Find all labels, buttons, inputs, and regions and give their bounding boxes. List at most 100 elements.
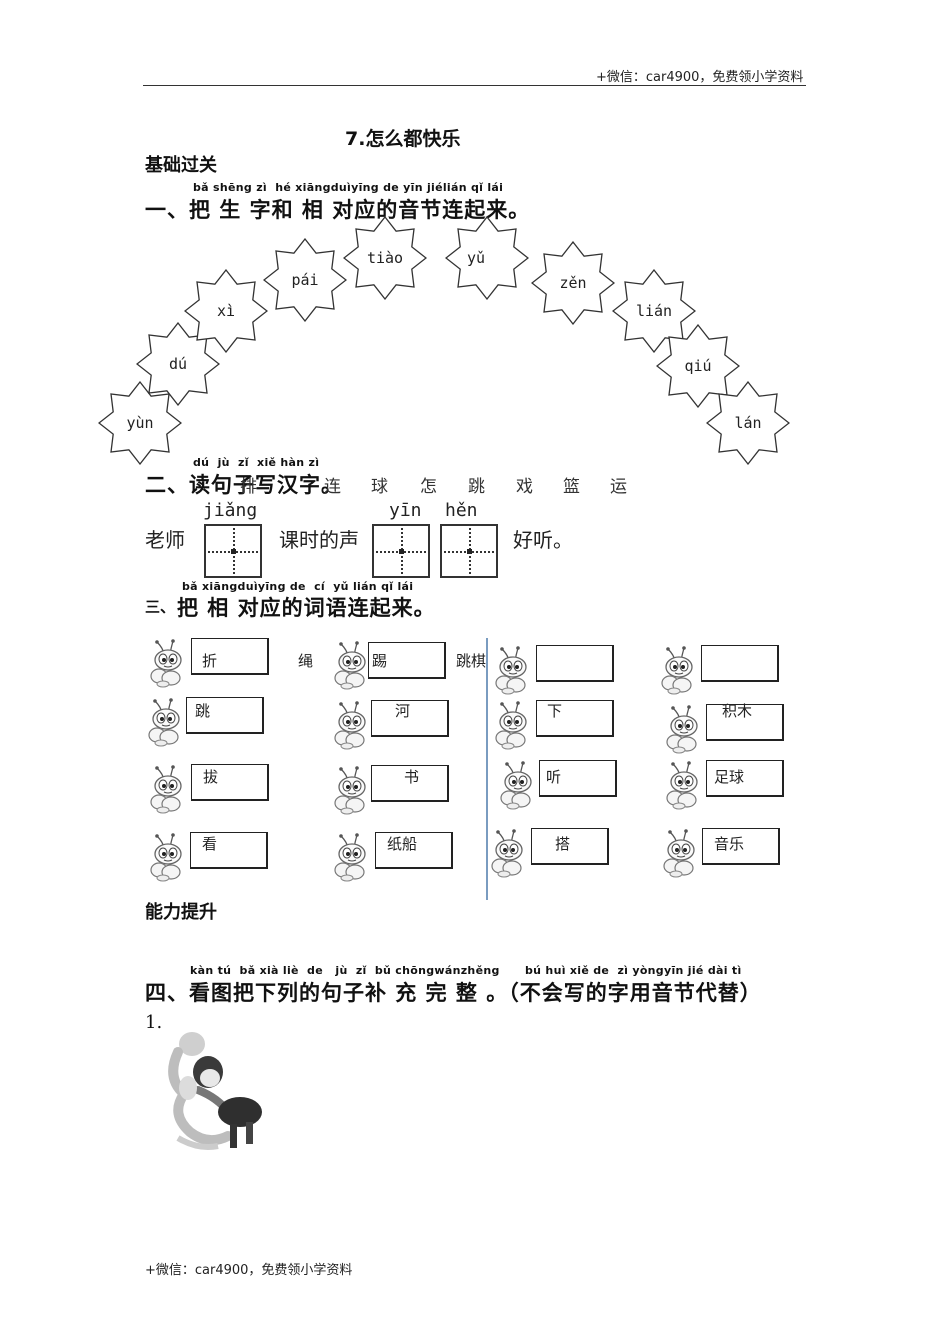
ant-icon xyxy=(333,832,371,882)
word-box[interactable] xyxy=(539,760,617,797)
tian-grid-box[interactable] xyxy=(372,524,430,578)
word-label: 足球 xyxy=(714,768,745,786)
word-box[interactable] xyxy=(536,645,614,682)
ant-icon xyxy=(660,645,698,695)
star-pinyin: tiào xyxy=(366,249,404,267)
word-label: 看 xyxy=(202,835,218,853)
ant-icon xyxy=(494,645,532,695)
ant-icon xyxy=(333,765,371,815)
ant-icon xyxy=(147,697,185,747)
word-box[interactable] xyxy=(701,645,779,682)
q4-pinyin-1: kàn tú bǎ xià liè de jù zǐ bǔ chōngwánzh… xyxy=(190,964,500,977)
word-label: 踢 xyxy=(372,652,388,670)
word-box[interactable] xyxy=(191,764,269,801)
word-label: 书 xyxy=(404,768,420,786)
q2-heading: 二、读句子写汉字。 xyxy=(145,473,343,497)
star-shape xyxy=(98,381,182,465)
sentence-part-3: 好听。 xyxy=(513,528,573,552)
page-title: 7.怎么都快乐 xyxy=(345,128,461,150)
star-shape xyxy=(184,269,268,353)
word-box[interactable] xyxy=(368,642,446,679)
star-card[interactable]: zěn xyxy=(531,241,615,325)
word-label: 下 xyxy=(547,702,563,720)
star-shape xyxy=(612,269,696,353)
q3-heading: 把 相 对应的词语连起来。 xyxy=(177,596,436,620)
q3-pinyin: bǎ xiāngduìyīng de cí yǔ lián qǐ lái xyxy=(182,580,414,593)
ant-icon xyxy=(665,760,703,810)
word-box[interactable] xyxy=(191,638,269,675)
q4-pinyin-2: bú huì xiě de zì yòngyīn jié dài tì xyxy=(525,964,742,977)
header-rule xyxy=(143,85,806,86)
star-card[interactable]: dú xyxy=(136,322,220,406)
ant-icon xyxy=(665,704,703,754)
ant-icon xyxy=(662,828,700,878)
word-box[interactable] xyxy=(706,704,784,741)
word-label: 积木 xyxy=(722,702,753,720)
ant-icon xyxy=(149,832,187,882)
sentence-pinyin-3: hěn xyxy=(445,500,478,521)
word-box[interactable] xyxy=(531,828,609,865)
word-label: 音乐 xyxy=(714,835,745,853)
sentence-part-1: 老师 xyxy=(145,528,185,552)
star-card[interactable]: xì xyxy=(184,269,268,353)
star-shape xyxy=(445,216,529,300)
q2-char: 连 xyxy=(324,477,341,497)
word-box[interactable] xyxy=(706,760,784,797)
star-card[interactable]: yǔ xyxy=(445,216,529,300)
star-card[interactable]: tiào xyxy=(343,216,427,300)
ant-icon xyxy=(494,700,532,750)
column-divider xyxy=(486,638,488,900)
q2-char: 排 xyxy=(240,477,257,497)
star-card[interactable]: qiú xyxy=(656,324,740,408)
ant-icon xyxy=(333,640,371,690)
star-card[interactable]: pái xyxy=(263,238,347,322)
section-advance: 能力提升 xyxy=(145,902,217,923)
word-box[interactable] xyxy=(375,832,453,869)
star-pinyin: lán xyxy=(734,414,762,432)
star-pinyin: lián xyxy=(635,302,673,320)
q4-item-number: 1. xyxy=(145,1012,163,1033)
word-box[interactable] xyxy=(702,828,780,865)
sentence-pinyin-1: jiǎng xyxy=(203,500,258,521)
word-label: 拔 xyxy=(203,768,219,786)
star-shape xyxy=(531,241,615,325)
header-text: +微信：car4900，免费领小学资料 xyxy=(596,70,804,85)
word-label: 绳 xyxy=(298,652,314,670)
star-shape xyxy=(656,324,740,408)
star-shape xyxy=(136,322,220,406)
sentence-part-2: 课时的声 xyxy=(279,528,359,552)
q2-pinyin: dú jù zǐ xiě hàn zì xyxy=(193,456,320,469)
q2-char: 怎 xyxy=(420,477,437,497)
word-box[interactable] xyxy=(190,832,268,869)
q1-heading: 一、把 生 字和 相 对应的音节连起来。 xyxy=(145,198,531,222)
star-pinyin: yùn xyxy=(126,414,154,432)
ant-icon xyxy=(149,638,187,688)
star-card[interactable]: lián xyxy=(612,269,696,353)
star-pinyin: xì xyxy=(216,302,236,320)
word-box[interactable] xyxy=(371,700,449,737)
star-card[interactable]: lán xyxy=(706,381,790,465)
star-pinyin: dú xyxy=(168,355,188,373)
star-pinyin: pái xyxy=(291,271,319,289)
word-label: 听 xyxy=(546,768,562,786)
tian-grid-box[interactable] xyxy=(440,524,498,578)
word-label: 跳棋 xyxy=(456,652,487,670)
word-label: 跳 xyxy=(195,702,211,720)
star-pinyin: yǔ xyxy=(467,249,486,267)
word-box[interactable] xyxy=(536,700,614,737)
star-shape xyxy=(343,216,427,300)
tian-grid-box[interactable] xyxy=(204,524,262,578)
word-box[interactable] xyxy=(186,697,264,734)
footer-text: +微信：car4900，免费领小学资料 xyxy=(145,1263,353,1278)
sentence-pinyin-2: yīn xyxy=(389,500,422,521)
star-card[interactable]: yùn xyxy=(98,381,182,465)
word-label: 搭 xyxy=(555,835,571,853)
star-shape xyxy=(706,381,790,465)
q2-char: 戏 xyxy=(516,477,533,497)
q3-heading-prefix: 三、 xyxy=(145,598,176,616)
q2-char: 篮 xyxy=(563,477,580,497)
q4-heading: 四、看图把下列的句子补 充 完 整 。（不会写的字用音节代替） xyxy=(145,981,762,1005)
word-box[interactable] xyxy=(371,765,449,802)
q2-char: 跳 xyxy=(468,477,485,497)
word-label: 河 xyxy=(395,702,411,720)
